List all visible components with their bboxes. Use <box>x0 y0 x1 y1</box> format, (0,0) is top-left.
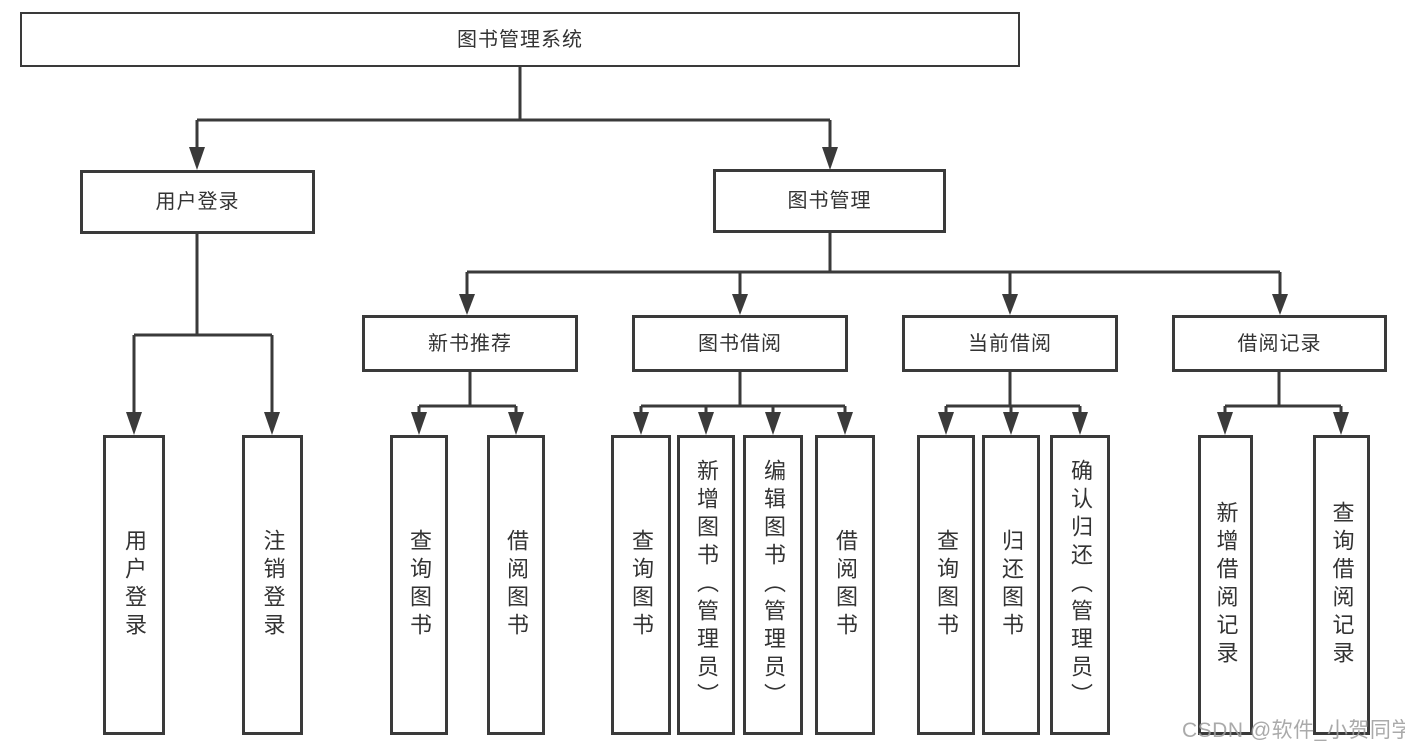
leaf-borrowing-query-books: 查询图书 <box>611 435 671 735</box>
leaf-user-login: 用户登录 <box>103 435 165 735</box>
leaf-borrowing-add-books-admin: 新增图书（管理员） <box>677 435 735 735</box>
leaf-newbooks-query-books: 查询图书 <box>390 435 448 735</box>
leaf-current-return-books: 归还图书 <box>982 435 1040 735</box>
leaf-current-query-books: 查询图书 <box>917 435 975 735</box>
node-book-management-branch: 图书管理 <box>713 169 946 233</box>
node-root-library-system: 图书管理系统 <box>20 12 1020 67</box>
leaf-logout: 注销登录 <box>242 435 303 735</box>
node-user-login-branch: 用户登录 <box>80 170 315 234</box>
leaf-current-confirm-return-admin: 确认归还（管理员） <box>1050 435 1110 735</box>
node-current-borrowing: 当前借阅 <box>902 315 1118 372</box>
leaf-borrowing-edit-books-admin: 编辑图书（管理员） <box>743 435 803 735</box>
leaf-borrowing-borrow-books: 借阅图书 <box>815 435 875 735</box>
node-new-book-recommendation: 新书推荐 <box>362 315 578 372</box>
node-book-borrowing: 图书借阅 <box>632 315 848 372</box>
leaf-records-add-record: 新增借阅记录 <box>1198 435 1253 735</box>
node-borrowing-records: 借阅记录 <box>1172 315 1387 372</box>
csdn-watermark: CSDN @软件_小贺同学 <box>1182 719 1405 742</box>
arrowheads <box>126 147 1349 435</box>
leaf-records-query-record: 查询借阅记录 <box>1313 435 1370 735</box>
leaf-newbooks-borrow-books: 借阅图书 <box>487 435 545 735</box>
